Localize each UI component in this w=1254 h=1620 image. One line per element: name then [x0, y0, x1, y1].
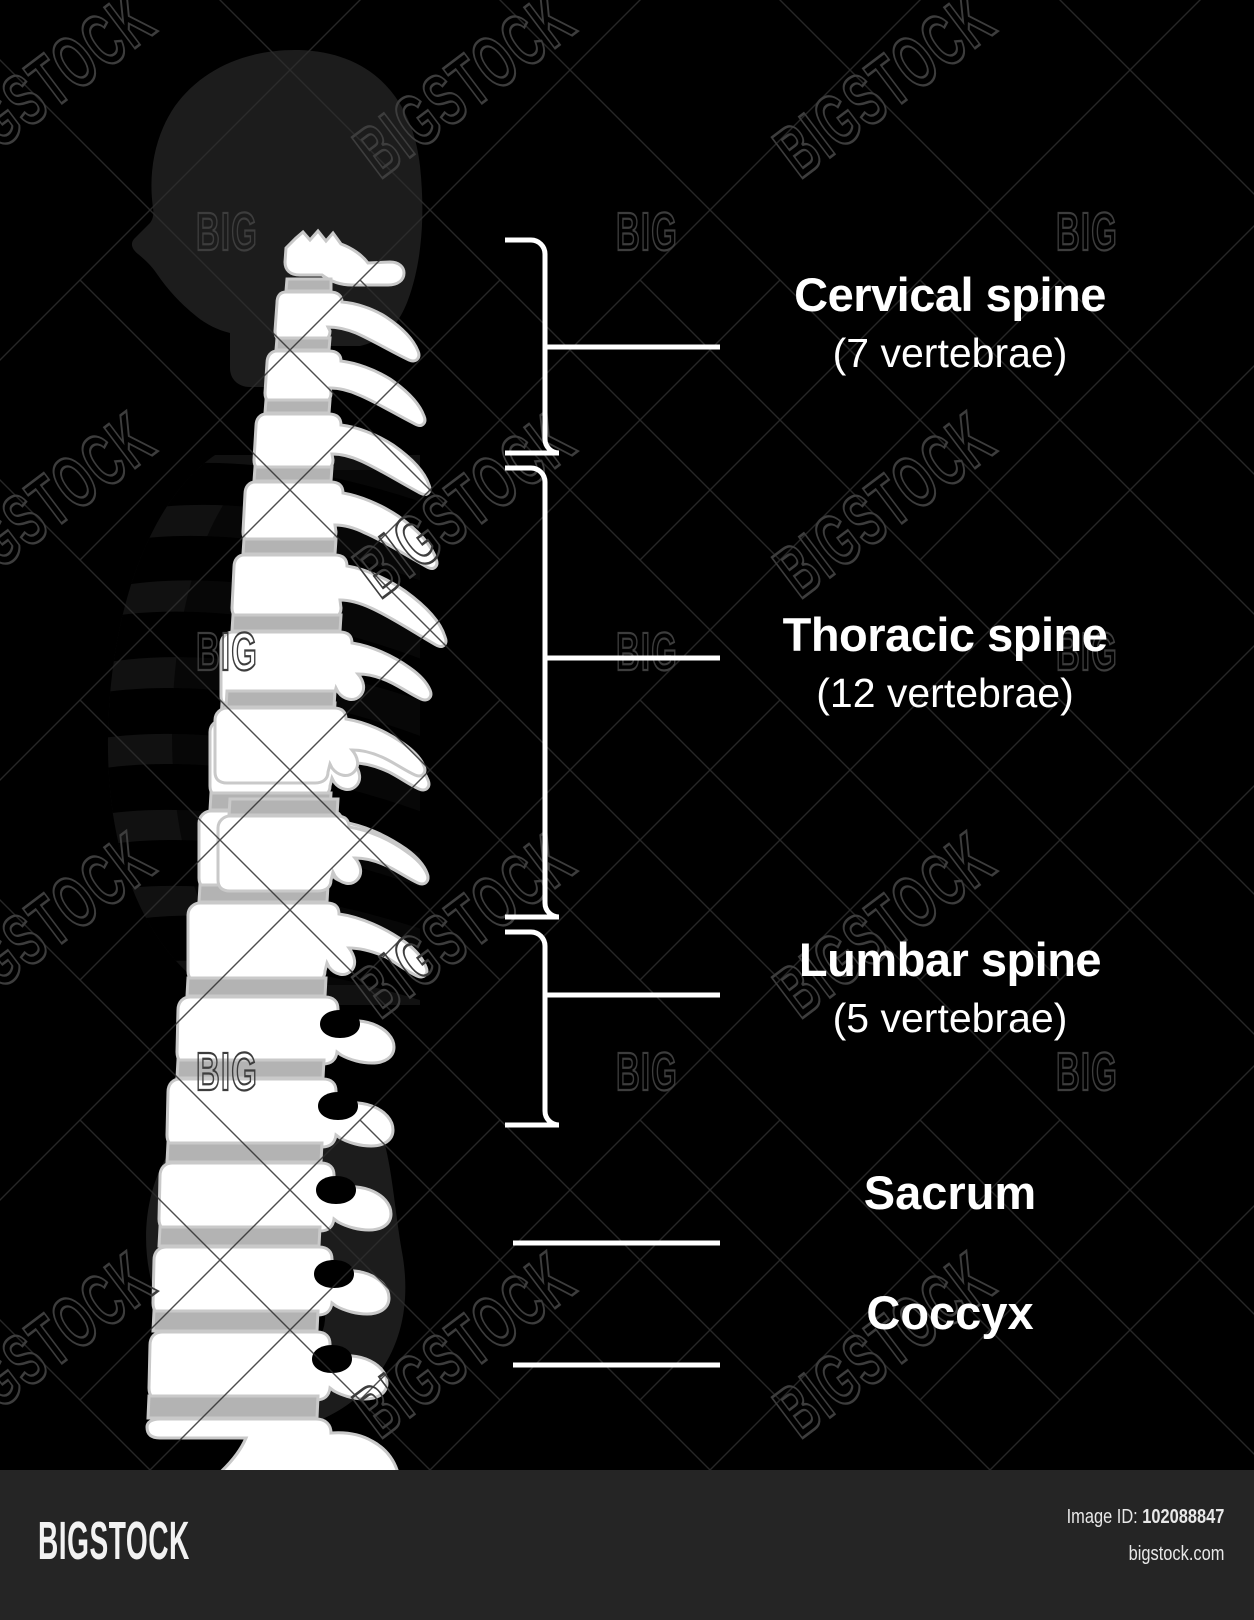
- label-lumbar-subtitle: (5 vertebrae): [832, 995, 1068, 1042]
- label-sacrum-title: Sacrum: [863, 1166, 1037, 1219]
- label-sacrum: Sacrum: [760, 1166, 1140, 1219]
- image-id-label: Image ID:: [1066, 1506, 1138, 1528]
- label-cervical: Cervical spine (7 vertebrae): [740, 270, 1160, 375]
- bracket-lumbar: [505, 929, 560, 1128]
- footer-meta: Image ID: 102088847 bigstock.com: [1032, 1506, 1224, 1566]
- callout-lines: [505, 237, 720, 1368]
- footer-bar: BIGSTOCK Image ID: 102088847 bigstock.co…: [0, 1470, 1254, 1620]
- label-thoracic-subtitle: (12 vertebrae): [816, 670, 1074, 717]
- label-cervical-title: Cervical spine: [794, 268, 1106, 321]
- label-thoracic-title: Thoracic spine: [782, 608, 1108, 661]
- label-coccyx: Coccyx: [760, 1286, 1140, 1339]
- image-id-value: 102088847: [1141, 1506, 1224, 1528]
- label-cervical-subtitle: (7 vertebrae): [832, 330, 1068, 377]
- bracket-thoracic: [505, 465, 560, 920]
- label-lumbar-title: Lumbar spine: [798, 933, 1102, 986]
- image-id-line: Image ID: 102088847: [1066, 1506, 1224, 1529]
- label-coccyx-title: Coccyx: [866, 1286, 1034, 1339]
- label-thoracic: Thoracic spine (12 vertebrae): [725, 610, 1165, 715]
- label-lumbar: Lumbar spine (5 vertebrae): [735, 935, 1165, 1040]
- site-url: bigstock.com: [1128, 1543, 1224, 1565]
- bigstock-logo: BIGSTOCK: [38, 1511, 190, 1571]
